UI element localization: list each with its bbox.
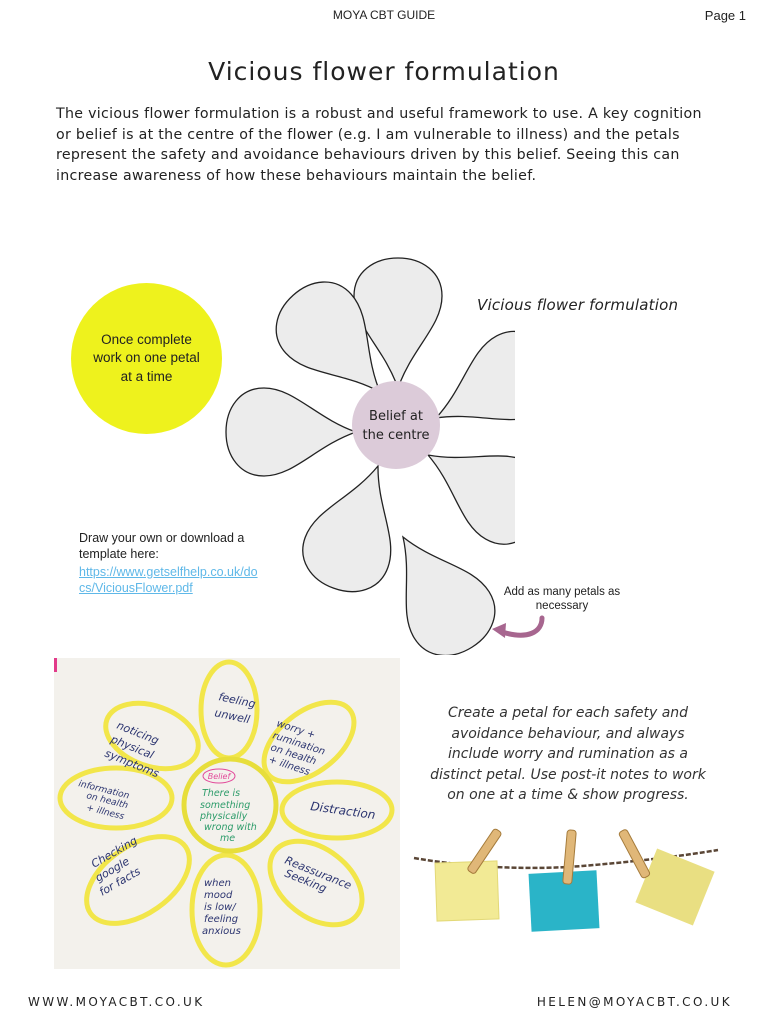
- intro-paragraph: The vicious flower formulation is a robu…: [56, 106, 702, 184]
- create-petal-instructions: Create a petal for each safety and avoid…: [430, 705, 706, 803]
- centre-text: me: [220, 833, 235, 844]
- clothespin-icon: [618, 829, 651, 879]
- centre-text: There is: [202, 788, 240, 799]
- template-link[interactable]: https://www.getselfhelp.co.uk/docs/Vicio…: [79, 565, 258, 595]
- page-number: Page 1: [704, 8, 746, 23]
- flower-petal: [302, 464, 392, 593]
- post-it-note: [528, 870, 600, 932]
- clothespin-icon: [562, 829, 577, 885]
- footer-email[interactable]: HELEN@MOYACBT.CO.UK: [536, 995, 732, 1009]
- petal-text: feeling: [204, 914, 238, 925]
- curved-arrow-icon: [492, 615, 545, 638]
- centre-text: physically: [199, 811, 248, 822]
- centre-text: wrong with: [204, 822, 257, 833]
- flower-petal: [401, 535, 496, 655]
- add-petals-text: Add as many petals as necessary: [503, 586, 621, 612]
- flower-petal: [275, 281, 382, 394]
- petal-text: anxious: [202, 926, 241, 937]
- footer-website[interactable]: WWW.MOYACBT.CO.UK: [28, 995, 205, 1009]
- petal-text: mood: [204, 890, 233, 901]
- yellow-note-circle: Once complete work on one petal at a tim…: [71, 283, 222, 434]
- page-title: Vicious flower formulation: [208, 57, 560, 86]
- draw-own-text: Draw your own or download a template her…: [79, 531, 245, 561]
- belief-tag: Belief: [208, 772, 232, 781]
- petal-text: is low/: [204, 902, 237, 913]
- flower-petal: [434, 330, 515, 421]
- header-title: MOYA CBT GUIDE: [332, 8, 436, 22]
- post-it-note: [635, 848, 715, 926]
- post-it-note: [434, 860, 500, 922]
- clothespin-icon: [467, 828, 502, 874]
- flower-heading: Vicious flower formulation: [477, 296, 679, 314]
- flower-centre: [352, 381, 440, 469]
- centre-label-line1: Belief at: [369, 409, 423, 424]
- yellow-note-text: Once complete work on one petal at a tim…: [93, 331, 200, 384]
- flower-petal: [225, 387, 358, 477]
- centre-label-line2: the centre: [362, 428, 429, 443]
- flower-diagram: Belief at the centre: [225, 257, 515, 655]
- handwritten-flower-photo: feeling unwell worry + rumination on hea…: [54, 658, 400, 969]
- flower-petal: [426, 454, 515, 545]
- petal-text: when: [204, 878, 231, 889]
- centre-text: something: [200, 800, 250, 811]
- post-it-notes-illustration: [413, 828, 719, 932]
- handwritten-flower-drawing: feeling unwell worry + rumination on hea…: [54, 658, 400, 969]
